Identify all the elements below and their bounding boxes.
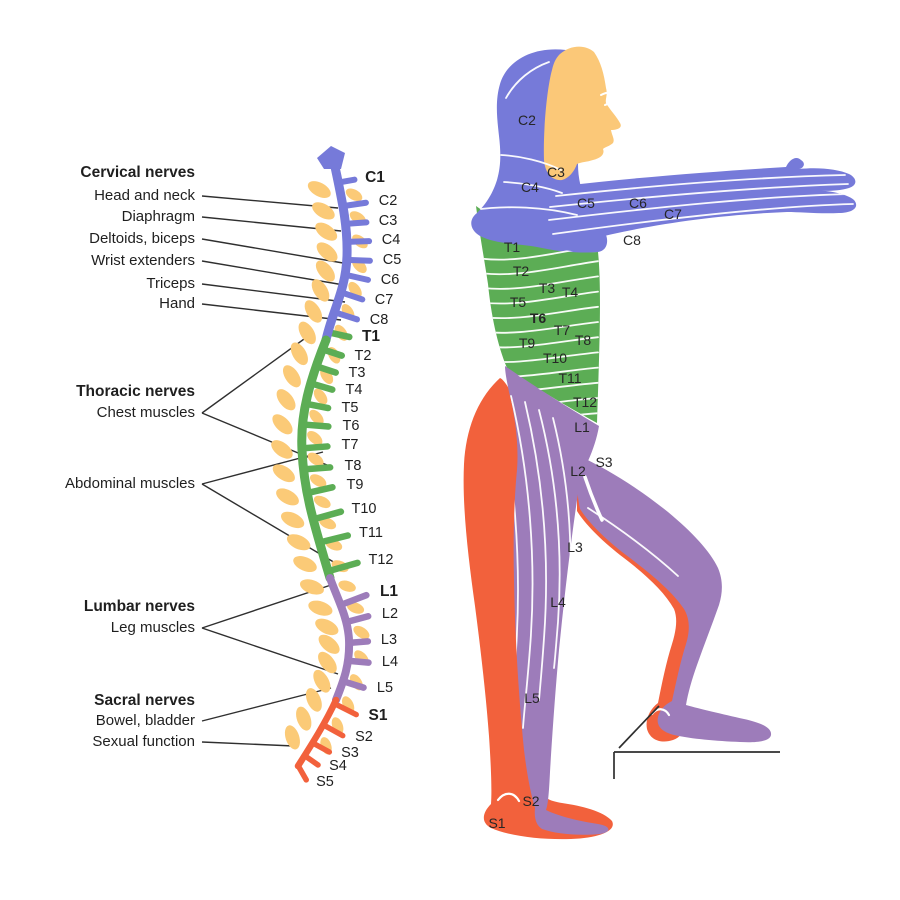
vertebra — [307, 430, 323, 446]
dermatome-line — [555, 174, 846, 197]
thoracic-cord-segment — [297, 335, 335, 583]
vertebra — [305, 688, 322, 712]
vertebra — [284, 725, 300, 750]
dermatome-line — [538, 409, 561, 669]
vertebra — [315, 260, 335, 282]
vertebra — [286, 534, 311, 551]
connector-line — [201, 238, 344, 264]
vertebra — [290, 342, 308, 366]
connector-line — [201, 741, 295, 747]
dermatome-line — [549, 183, 849, 208]
dermatome-line — [548, 193, 852, 221]
brainstem-bulb — [317, 146, 345, 169]
vertebra — [304, 300, 323, 323]
spinal-cord — [294, 146, 354, 770]
human-figure — [463, 46, 857, 840]
step-outline — [613, 705, 780, 779]
vertebra — [319, 517, 337, 530]
connector-line — [201, 627, 339, 675]
dermatome-line — [503, 181, 563, 194]
vertebra — [309, 409, 324, 425]
boundary-line — [583, 475, 604, 522]
vertebra — [318, 634, 340, 654]
vertebra — [293, 556, 317, 573]
nerve-root-T11 — [316, 532, 352, 546]
vertebra — [316, 242, 338, 262]
dermatome-line — [524, 401, 547, 701]
standing-leg-lumbar-region — [505, 366, 609, 835]
vertebra — [318, 651, 337, 674]
vertebra — [313, 495, 331, 509]
nerve-root-S1 — [331, 700, 359, 718]
dermatome-line — [500, 154, 562, 171]
vertebra — [346, 602, 365, 614]
vertebra — [315, 618, 339, 636]
vertebra — [345, 188, 363, 202]
sacral-cord-segment — [294, 696, 340, 770]
vertebra — [313, 669, 331, 693]
lumbar-cord-segment — [326, 574, 354, 704]
dermatome-line — [552, 203, 854, 235]
nerve-root-T10 — [309, 508, 345, 523]
vertebra — [338, 580, 356, 592]
boundary-line — [600, 91, 622, 97]
vertebra — [298, 321, 316, 345]
standing-leg-sacral-region — [463, 378, 613, 840]
vertebra — [272, 464, 295, 483]
vertebra — [308, 600, 333, 616]
vertebra — [309, 474, 327, 488]
vertebra — [313, 388, 328, 405]
nerve-root-L1 — [337, 591, 370, 609]
nerve-root-S3 — [309, 740, 333, 755]
vertebra — [282, 365, 301, 388]
vertebra — [307, 452, 324, 467]
dermatome-line — [472, 206, 578, 216]
dermatome-line — [510, 395, 534, 729]
vertebra — [271, 440, 293, 459]
vertebra — [272, 414, 293, 435]
vertebra — [315, 222, 338, 241]
vertebra — [311, 279, 330, 302]
boundary-line — [604, 102, 624, 108]
vertebra — [276, 389, 296, 411]
vertebra — [276, 488, 299, 506]
vertebra — [307, 181, 331, 198]
vertebra — [281, 511, 305, 529]
boundary-highlights — [496, 91, 671, 803]
vertebra — [299, 579, 324, 595]
vertebra — [353, 625, 370, 640]
vertebra — [296, 706, 312, 731]
raised-leg-lumbar-region — [576, 455, 772, 743]
boundary-line — [496, 792, 521, 803]
cervical-dermatome-lines — [472, 61, 854, 235]
nerve-root-S2 — [320, 722, 346, 739]
nerve-root-T12 — [324, 559, 361, 575]
cervical-cord-segment — [321, 157, 352, 345]
dermatome-line — [505, 61, 550, 99]
dermatome-line — [476, 275, 599, 290]
face-profile — [543, 46, 621, 181]
vertebra — [312, 202, 335, 220]
dermatome-line — [476, 260, 599, 276]
step-line — [618, 705, 660, 749]
